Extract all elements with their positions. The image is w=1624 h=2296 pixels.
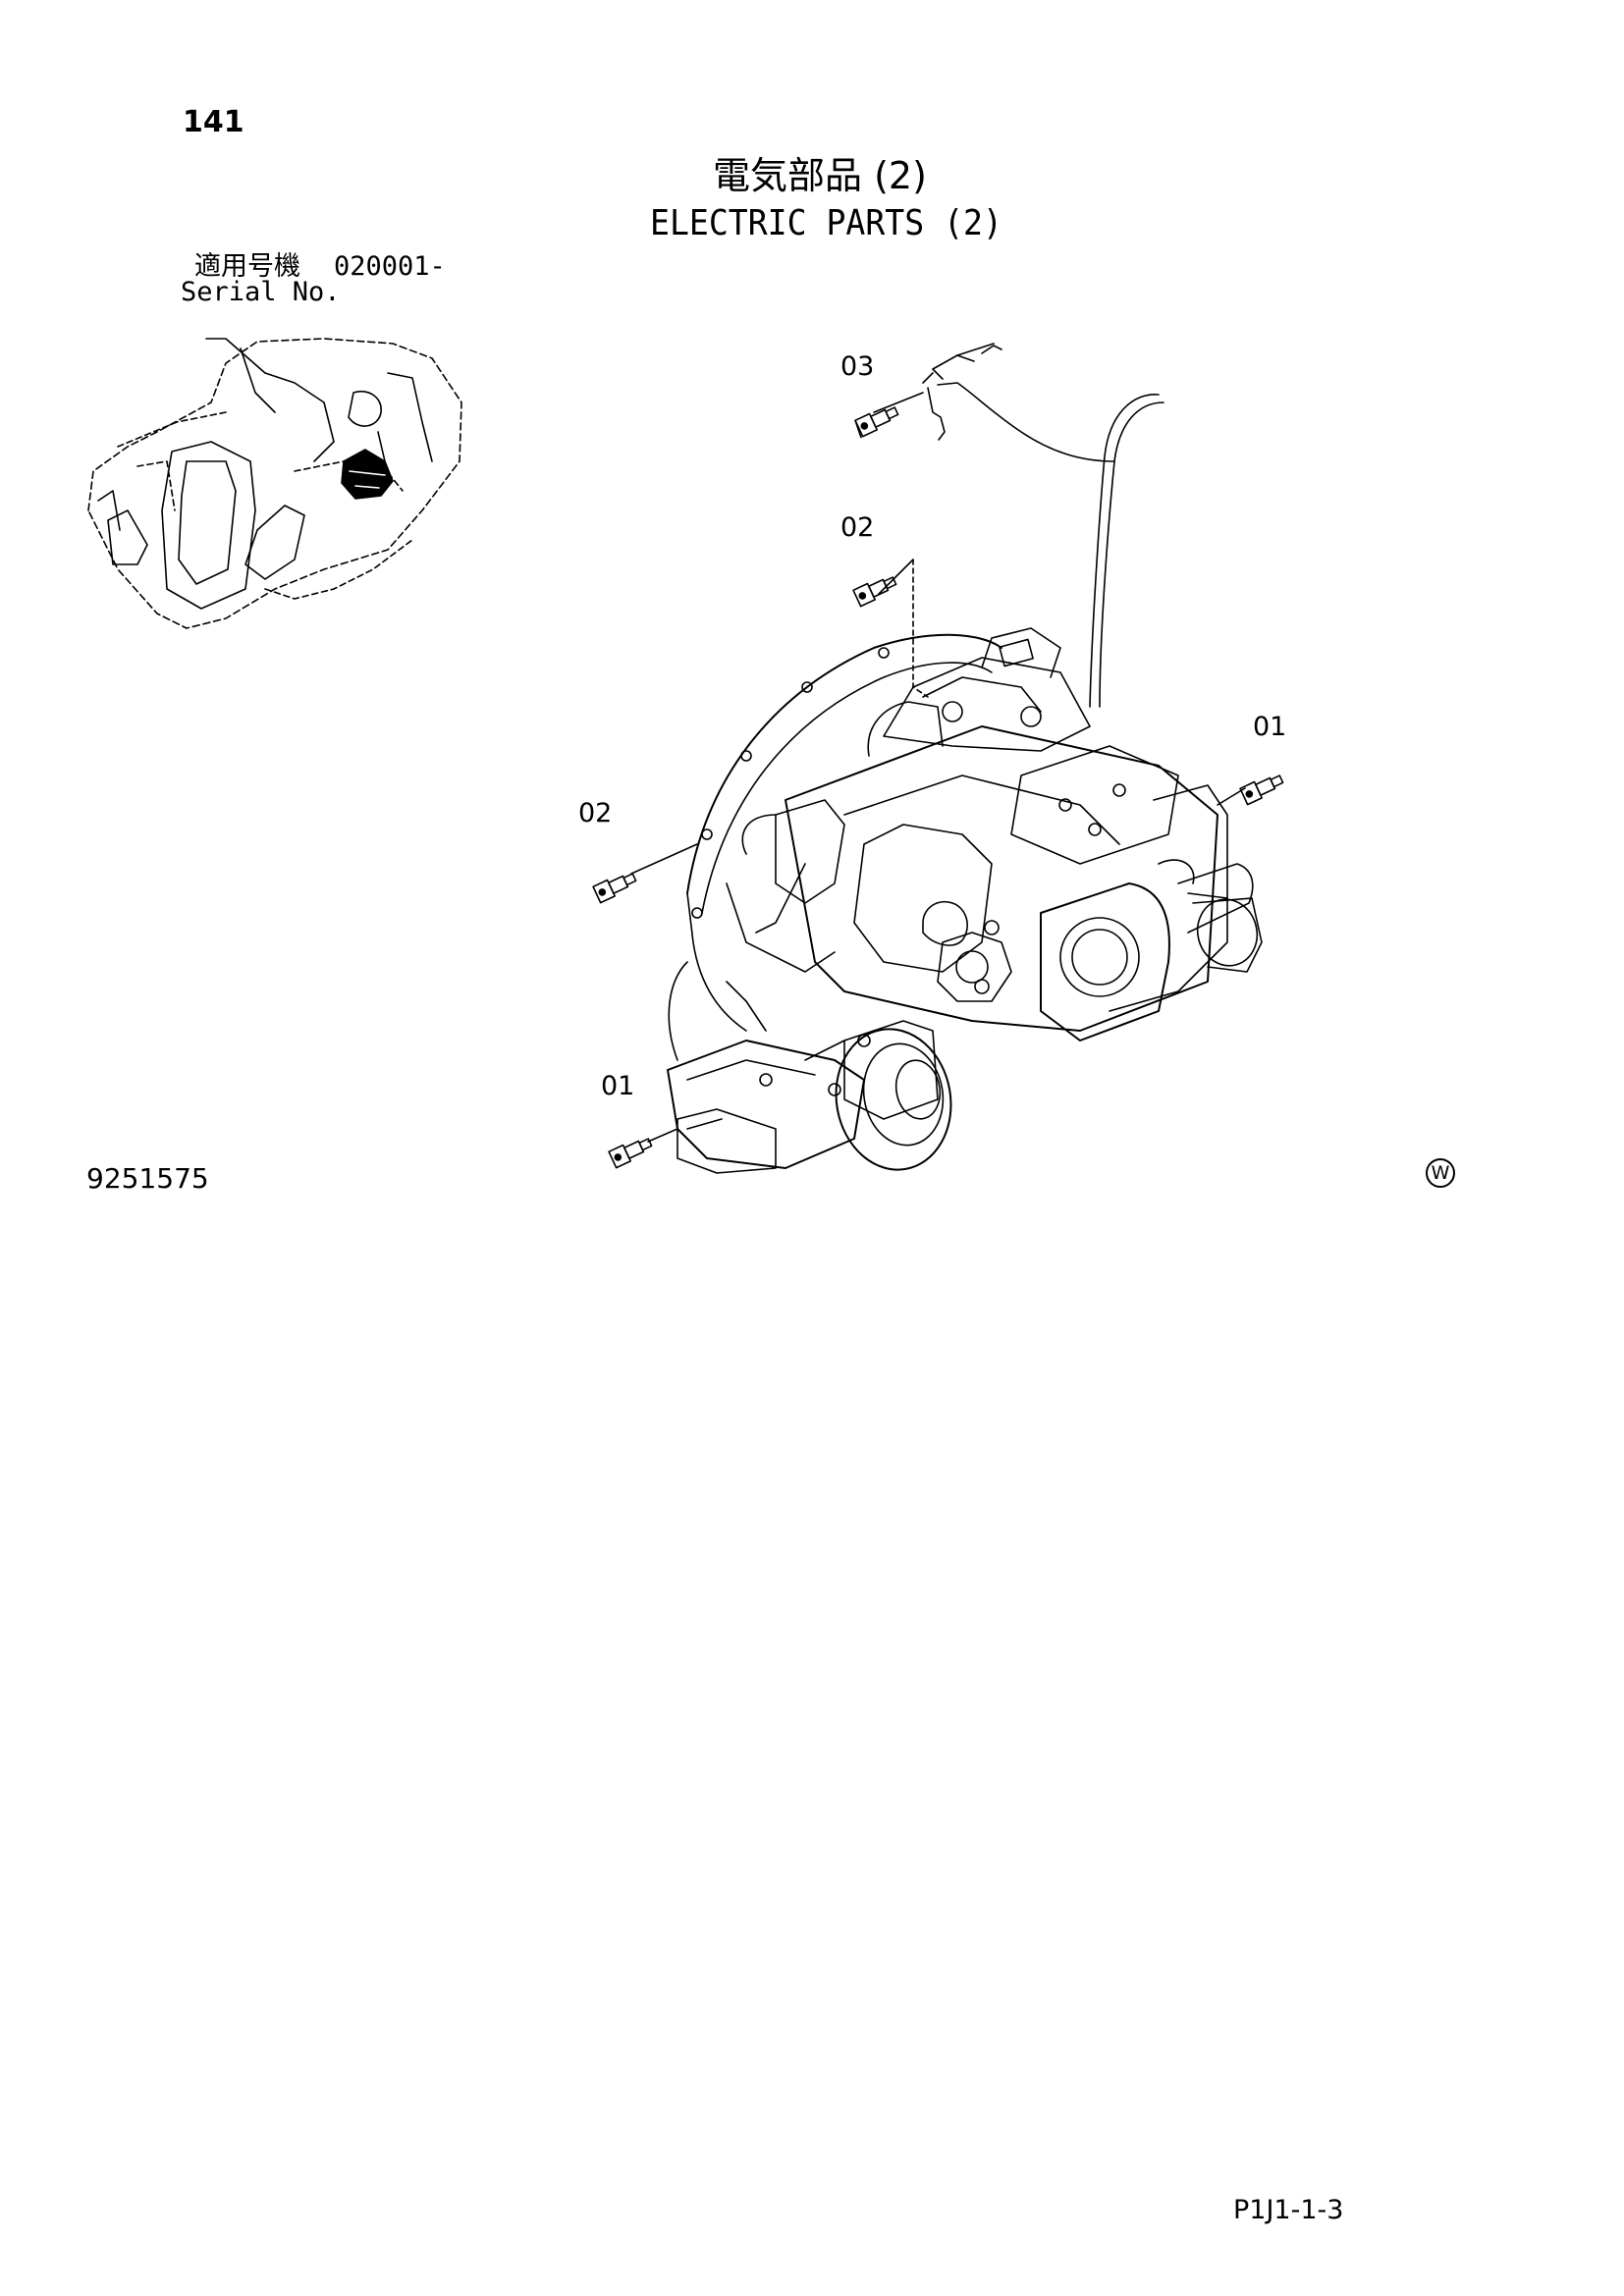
callout-03: 03: [840, 351, 875, 382]
page-title-jp: 電気部品 (2): [713, 154, 927, 197]
serial-label-jp: 適用号機: [194, 251, 300, 282]
page-number: 141: [183, 105, 244, 139]
circled-w-mark: W: [1426, 1158, 1455, 1188]
serial-range: 020001-: [334, 251, 446, 282]
callout-01-bottom: 01: [601, 1071, 635, 1101]
hydraulic-pump-assembly-illustration: [631, 344, 1265, 1179]
page-title-en: ELECTRIC PARTS (2): [650, 203, 1002, 243]
callout-02-left: 02: [578, 798, 613, 828]
serial-label-en: Serial No.: [181, 277, 341, 307]
document-number: 9251575: [86, 1162, 209, 1195]
callout-01-right: 01: [1253, 712, 1287, 742]
excavator-locator-illustration: [88, 339, 461, 628]
pressure-sensor-icon: [593, 403, 1285, 1168]
callout-02-top: 02: [840, 512, 875, 543]
page-code: P1J1-1-3: [1233, 2195, 1344, 2225]
